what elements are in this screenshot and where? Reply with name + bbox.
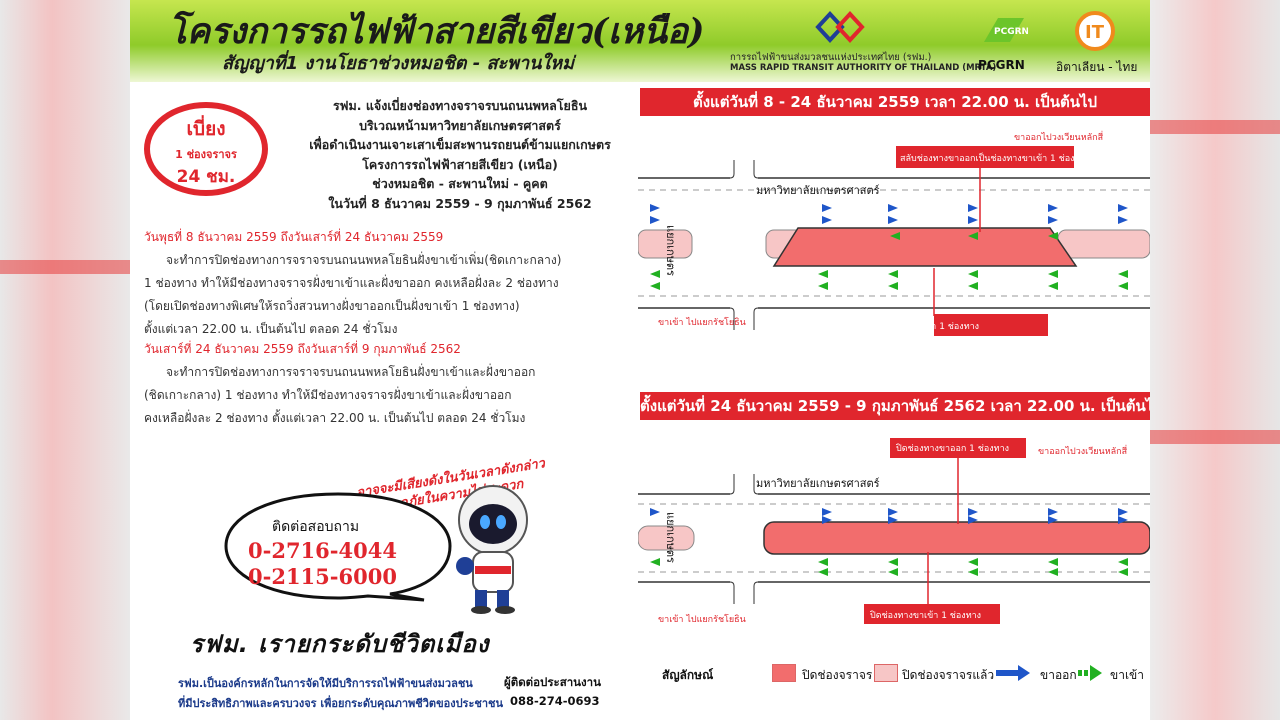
contract-subtitle: สัญญาที่1 งานโยธาช่วงหมอชิต - สะพานใหม่ xyxy=(222,53,574,74)
phase2-heading: วันเสาร์ที่ 24 ธันวาคม 2559 ถึงวันเสาร์ท… xyxy=(144,342,461,356)
pcgrn-logo-icon: PCGRN xyxy=(984,18,1028,42)
intro-line: บริเวณหน้ามหาวิทยาลัยเกษตรศาสตร์ xyxy=(359,117,561,133)
badge-line-1: เบี่ยง xyxy=(186,118,226,140)
legend-outbound-arrow-icon xyxy=(996,665,1030,681)
mrta-name-thai: การรถไฟฟ้าขนส่งมวลชนแห่งประเทศไทย (รฟม.) xyxy=(730,52,932,63)
background-stripe xyxy=(0,260,130,274)
phase1-line: 1 ช่องทาง ทำให้มีช่องทางจราจรฝั่งขาเข้าแ… xyxy=(144,276,559,290)
diagram2-outbound-note: ขาออกไปวงเวียนหลักสี่ xyxy=(1038,447,1128,457)
contact-title: ติดต่อสอบถาม xyxy=(272,519,360,535)
diagram2-place-label: มหาวิทยาลัยเกษตรศาสตร์ xyxy=(756,477,880,490)
mrta-logo-icon xyxy=(815,11,865,43)
background-stripe xyxy=(1150,430,1280,444)
announcement-poster: โครงการรถไฟฟ้าสายสีเขียว(เหนือ) สัญญาที่… xyxy=(130,0,1150,720)
background-stripe xyxy=(1150,120,1280,134)
pcgrn-logo-text: PCGRN xyxy=(994,27,1028,37)
speech-bubble xyxy=(224,492,452,602)
diagram2-banner: ตั้งแต่วันที่ 24 ธันวาคม 2559 - 9 กุมภาพ… xyxy=(640,392,1150,420)
legend-title: สัญลักษณ์ xyxy=(662,668,714,682)
diagram2-inbound-note: ขาเข้า ไปแยกรัชโยธิน xyxy=(658,615,746,625)
footer-contact-phone[interactable]: 088-274-0693 xyxy=(510,694,600,708)
diagram1-inbound-note: ขาเข้า ไปแยกรัชโยธิน xyxy=(658,318,746,328)
phase2-line: คงเหลือฝั่งละ 2 ช่องทาง ตั้งแต่เวลา 22.0… xyxy=(144,411,526,425)
header-band: โครงการรถไฟฟ้าสายสีเขียว(เหนือ) สัญญาที่… xyxy=(130,0,1150,82)
diagram1-banner: ตั้งแต่วันที่ 8 - 24 ธันวาคม 2559 เวลา 2… xyxy=(640,88,1150,116)
phase1-line: จะทำการปิดช่องทางการจราจรบนถนนพหลโยธินฝั… xyxy=(166,253,562,267)
italthai-logo-text: IT xyxy=(1085,22,1105,43)
footer-line-2: ที่มีประสิทธิภาพและครบวงจร เพื่อยกระดับค… xyxy=(178,697,503,710)
phase1-section: วันพุธที่ 8 ธันวาคม 2559 ถึงวันเสาร์ที่ … xyxy=(144,226,561,341)
diagram1-callout-bottom: ปิดช่องทางขาเข้า 1 ช่องทาง xyxy=(868,322,980,332)
diagram1-outbound-note: ขาออกไปวงเวียนหลักสี่ xyxy=(1014,133,1104,143)
legend-outbound-label: ขาออก xyxy=(1040,668,1077,682)
phase1-line: (โดยเปิดช่องทางพิเศษให้รถวิ่งสวนทางฝั่งข… xyxy=(144,299,520,313)
italthai-label: อิตาเลียน - ไทย xyxy=(1056,60,1138,74)
contact-phone-2[interactable]: 0-2115-6000 xyxy=(248,564,397,589)
phase1-heading: วันพุธที่ 8 ธันวาคม 2559 ถึงวันเสาร์ที่ … xyxy=(144,230,444,244)
legend-closed-label: ปิดช่องจราจร xyxy=(802,668,873,682)
phase1-line: ตั้งแต่เวลา 22.00 น. เป็นต้นไป ตลอด 24 ช… xyxy=(144,322,398,336)
footer-contact-label: ผู้ติดต่อประสานงาน xyxy=(504,675,601,689)
diagram2-callout-top: ปิดช่องทางขาออก 1 ช่องทาง xyxy=(896,444,1010,454)
diagram1-callout-top: สลับช่องทางขาออกเป็นช่องทางขาเข้า 1 ช่อง… xyxy=(900,154,1090,164)
phase2-line: (ชิดเกาะกลาง) 1 ช่องทาง ทำให้มีช่องทางจร… xyxy=(144,388,512,402)
intro-line: ช่วงหมอชิต - สะพานใหม่ - คูคต xyxy=(372,176,548,191)
phase2-line: จะทำการปิดช่องทางการจราจรบนถนนพหลโยธินฝั… xyxy=(166,365,536,379)
pcgrn-label: PCGRN xyxy=(978,58,1025,72)
mrta-name-english: MASS RAPID TRANSIT AUTHORITY OF THAILAND… xyxy=(730,63,997,73)
intro-line: เพื่อดำเนินงานเจาะเสาเข็มสะพานรถยนต์ข้าม… xyxy=(309,137,611,152)
traffic-diagram-2 xyxy=(638,438,1150,624)
project-title: โครงการรถไฟฟ้าสายสีเขียว(เหนือ) xyxy=(168,11,705,52)
footer-line-1: รฟม.เป็นองค์กรหลักในการจัดให้มีบริการรถไ… xyxy=(178,677,473,690)
background-right xyxy=(1150,0,1280,720)
traffic-diagram-1 xyxy=(638,146,1150,336)
intro-line: ในวันที่ 8 ธันวาคม 2559 - 9 กุมภาพันธ์ 2… xyxy=(328,195,592,211)
legend-closed-before-label: ปิดช่องจราจรแล้ว xyxy=(902,668,995,682)
legend-closed-swatch xyxy=(772,664,796,682)
intro-text: รฟม. แจ้งเบี่ยงช่องทางจราจรบนถนนพหลโยธิน… xyxy=(270,96,650,213)
phase2-section: วันเสาร์ที่ 24 ธันวาคม 2559 ถึงวันเสาร์ท… xyxy=(144,338,535,430)
legend-inbound-label: ขาเข้า xyxy=(1110,668,1144,682)
detour-badge: เบี่ยง 1 ช่องจราจร 24 ชม. xyxy=(144,102,268,196)
contact-phone-1[interactable]: 0-2716-4044 xyxy=(248,538,397,563)
intro-line: รฟม. แจ้งเบี่ยงช่องทางจราจรบนถนนพหลโยธิน xyxy=(332,98,588,113)
badge-line-3: 24 ชม. xyxy=(176,167,236,187)
legend-inbound-arrow-icon xyxy=(1078,665,1102,681)
legend-closed-before-swatch xyxy=(874,664,898,682)
diagram2-side-road: แยกเกษตร xyxy=(664,512,677,563)
diagram1-place-label: มหาวิทยาลัยเกษตรศาสตร์ xyxy=(756,184,880,197)
legend: สัญลักษณ์ ปิดช่องจราจร ปิดช่องจราจรแล้ว … xyxy=(660,656,1144,692)
diagram2-callout-bottom: ปิดช่องทางขาเข้า 1 ช่องทาง xyxy=(870,611,982,621)
italthai-logo-icon: IT xyxy=(1075,11,1115,51)
mascot-icon xyxy=(456,485,528,614)
mrta-slogan: รฟม. เรายกระดับชีวิตเมือง xyxy=(190,630,490,658)
diagram1-side-road: แยกเกษตร xyxy=(664,225,677,276)
intro-line: โครงการรถไฟฟ้าสายสีเขียว (เหนือ) xyxy=(362,156,558,172)
background-left xyxy=(0,0,130,720)
badge-line-2: 1 ช่องจราจร xyxy=(175,148,237,161)
